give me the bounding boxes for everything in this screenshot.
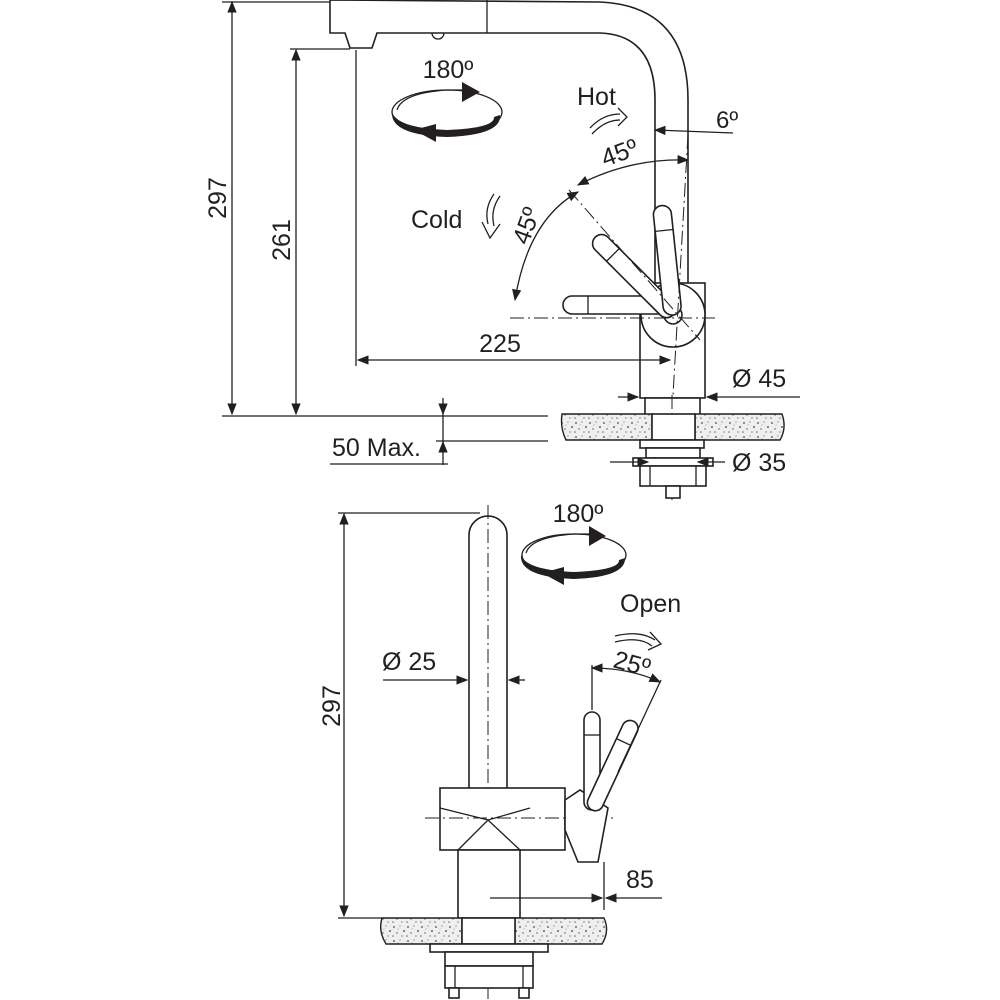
top-reach-label: 225 (479, 330, 521, 358)
top-tilt-label: 6º (716, 107, 738, 134)
top-countertop-left (560, 413, 653, 441)
side-angle-open-label: 25º (610, 646, 653, 683)
top-rotation-label: 180º (423, 56, 474, 84)
side-view: Open 25º Ø 25 297 85 (318, 500, 681, 1000)
top-angle-hot-label: 45º (597, 134, 641, 173)
top-hot-label: Hot (577, 83, 616, 111)
side-column (457, 849, 521, 919)
top-countertop-right (694, 413, 785, 441)
side-body (439, 787, 566, 851)
side-countertop-right (514, 917, 608, 945)
side-height-total-label: 297 (318, 685, 346, 727)
top-handle-vertical (652, 204, 682, 316)
top-rotation-icon (391, 82, 503, 142)
hot-arrow-icon (589, 107, 628, 135)
top-view: 297 261 225 Ø 45 Ø 35 50 Max. (204, 0, 800, 500)
top-angle-cold-label: 45º (507, 204, 546, 248)
top-height-spout-label: 261 (268, 219, 296, 261)
top-base-diameter-label: Ø 45 (732, 365, 786, 393)
side-rotation-label: 180º (553, 500, 604, 528)
side-rotation-icon (520, 526, 627, 585)
top-thickness-label: 50 Max. (332, 434, 421, 462)
top-hole-diameter-label: Ø 35 (732, 449, 786, 477)
side-spout-diameter-label: Ø 25 (382, 648, 436, 676)
open-arrow-icon (614, 631, 663, 651)
top-spout-outline (329, 0, 689, 286)
cold-arrow-icon (481, 193, 501, 240)
side-countertop-left (379, 917, 463, 945)
top-cold-label: Cold (411, 206, 462, 234)
side-open-label: Open (620, 590, 681, 618)
top-height-total-label: 297 (204, 177, 232, 219)
side-lever-offset-label: 85 (626, 866, 654, 894)
